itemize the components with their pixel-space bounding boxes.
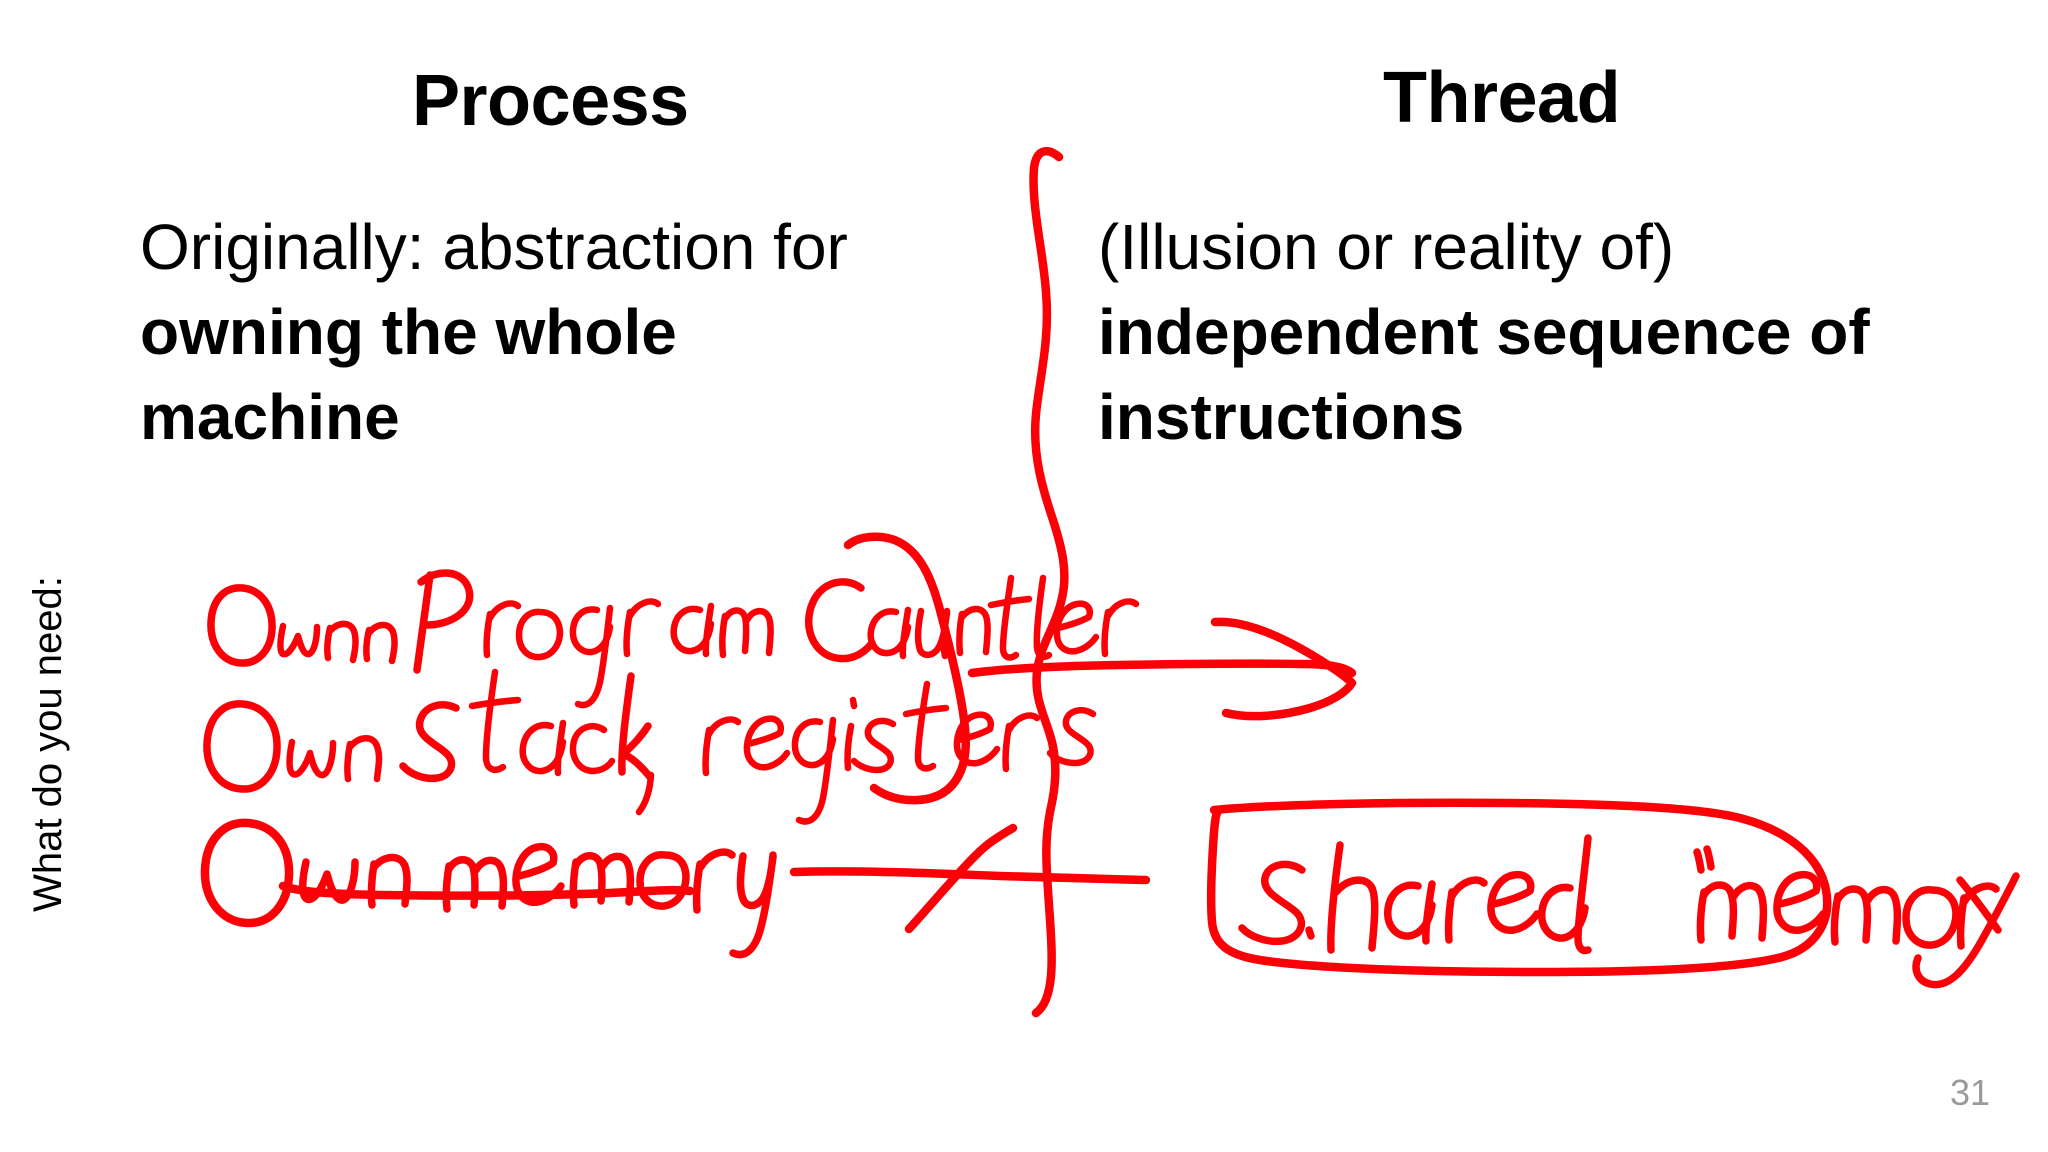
column-heading-thread: Thread	[1383, 58, 1621, 138]
thread-body-emphasis: independent sequence of instructions	[1098, 296, 1870, 454]
ink-text-own-memory	[200, 818, 777, 959]
ink-underline-own-memory	[278, 881, 695, 900]
ink-arrow-to-thread	[967, 617, 1357, 721]
process-body-line-1: Originally: abstraction	[140, 211, 756, 283]
process-body-emphasis: owning the whole machine	[140, 296, 677, 454]
ink-strikethrough-own-memory	[789, 823, 1151, 934]
column-body-thread: (Illusion or reality of) independent seq…	[1098, 205, 1978, 460]
ink-vertical-divider	[1029, 146, 1069, 1018]
ink-text-own-stack-registers	[203, 668, 1097, 825]
side-label-what-do-you-need: What do you need:	[26, 576, 70, 912]
column-heading-process: Process	[412, 61, 689, 141]
ink-curly-brace-process-needs	[843, 532, 970, 805]
column-body-process: Originally: abstraction for owning the w…	[140, 205, 950, 460]
ink-text-shared-memory	[1238, 834, 2020, 989]
process-body-line-2: for	[773, 211, 848, 283]
thread-body-line-1: (Illusion or reality of)	[1098, 211, 1675, 283]
ink-box-shared-memory	[1206, 798, 1832, 977]
slide-number: 31	[1949, 1072, 1990, 1113]
ink-text-own-program-counter	[207, 569, 1140, 709]
